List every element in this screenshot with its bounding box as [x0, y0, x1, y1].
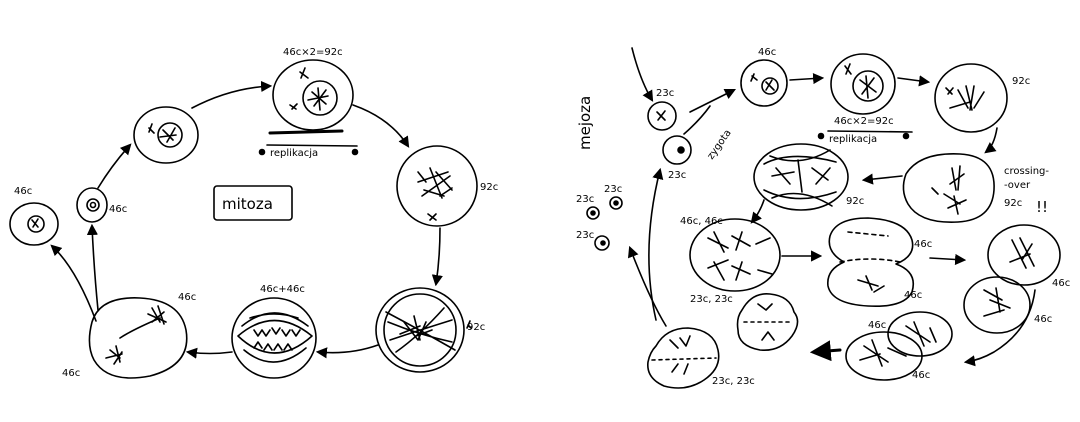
mitosis-labels: mitoza replikacja 46c 46c 46c×2=92c 92c …: [14, 47, 498, 379]
meiosis-label-92c-right: 92c: [1012, 76, 1030, 87]
meiosis-label-46c-r1: 46c: [1052, 278, 1070, 289]
meiosis-gamete-top: [647, 101, 677, 131]
mitosis-cell-prophase: [396, 145, 478, 227]
meiosis-label-46c-small1: 46c: [868, 320, 886, 331]
meiosis-gamete-bottom: [662, 135, 692, 165]
mitosis-label-top: 46c×2=92c: [283, 47, 343, 58]
mitosis-cell-s-phase: [272, 59, 354, 131]
meiosis-label-crossing: crossing-: [1004, 166, 1049, 177]
meiosis-cell-anaphase-1: [689, 218, 781, 292]
meiosis-cell-replication: [830, 53, 896, 115]
meiosis-label-46c-small2: 46c: [912, 370, 930, 381]
meiosis-label-46c-46c: 46c, 46c: [680, 216, 723, 227]
meiosis-label-46c-top: 46c: [758, 47, 776, 58]
mitosis-replication-label: replikacja: [270, 148, 318, 159]
meiosis-label-92c-cross: 92c: [1004, 198, 1022, 209]
meiosis-label-exclaim: !!: [1036, 198, 1048, 216]
meiosis-section: [586, 47, 1061, 389]
meiosis-cell-daughter-bottom: [963, 276, 1031, 334]
meiosis-cell-daughter-top: [987, 224, 1061, 286]
meiosis-label-small-1: 23c: [576, 194, 594, 205]
meiosis-label-gamete-bottom: 23c: [668, 170, 686, 181]
mitosis-cell-telophase: [88, 297, 188, 379]
mitosis-section: [9, 59, 478, 379]
mitosis-cell-metaphase: [375, 287, 472, 373]
meiosis-cell-metaphase-1: [753, 143, 849, 211]
meiosis-cell-telophase-2-upper: [736, 293, 799, 352]
meiosis-title: mejoza: [576, 96, 594, 150]
meiosis-label-23c-23c-bottom: 23c, 23c: [712, 376, 755, 387]
meiosis-label-46c-div: 46c: [914, 239, 932, 250]
meiosis-label-gamete-top: 23c: [656, 88, 674, 99]
mitosis-label-telophase-bottom: 46c: [62, 368, 80, 379]
mitosis-title: mitoza: [222, 195, 273, 213]
meiosis-zygote: [740, 59, 788, 107]
mitosis-label-cell-1: 46c: [14, 186, 32, 197]
meiosis-cell-prophase-1: [934, 63, 1008, 133]
mitosis-label-telophase-top: 46c: [178, 292, 196, 303]
meiosis-cell-crossing-over: [902, 153, 995, 223]
mitosis-label-anaphase: 46c+46c: [260, 284, 305, 295]
meiosis-replication-label: replikacja: [829, 134, 877, 145]
meiosis-label-small-3: 23c: [576, 230, 594, 241]
mitosis-cell-interphase-small: [9, 202, 59, 246]
meiosis-label-formula: 46c×2=92c: [834, 116, 894, 127]
mitosis-label-cell-2: 46c: [109, 204, 127, 215]
meiosis-cell-metaphase-2: [845, 311, 953, 381]
meiosis-label-23c-23c-top: 23c, 23c: [690, 294, 733, 305]
meiosis-label-46c-div2: 46c: [904, 290, 922, 301]
mitosis-cell-g1: [133, 106, 199, 164]
mitosis-cell-anaphase: [231, 297, 317, 379]
meiosis-label-over: -over: [1004, 180, 1031, 191]
mitosis-label-metaphase: 92c: [467, 322, 485, 333]
meiosis-label-46c-r2: 46c: [1034, 314, 1052, 325]
mitosis-label-prophase: 92c: [480, 182, 498, 193]
meiosis-cell-telophase-1: [827, 217, 915, 308]
meiosis-labels: mejoza 23c 23c zygota 46c 46c×2=92c repl…: [576, 47, 1070, 387]
meiosis-cell-telophase-2-lower: [647, 327, 720, 389]
meiosis-label-zygote: zygota: [705, 128, 733, 162]
meiosis-label-92c-meta: 92c: [846, 196, 864, 207]
meiosis-gametes-small: [586, 196, 623, 251]
meiosis-label-small-2: 23c: [604, 184, 622, 195]
mitosis-cell-g1-tiny: [76, 187, 108, 223]
